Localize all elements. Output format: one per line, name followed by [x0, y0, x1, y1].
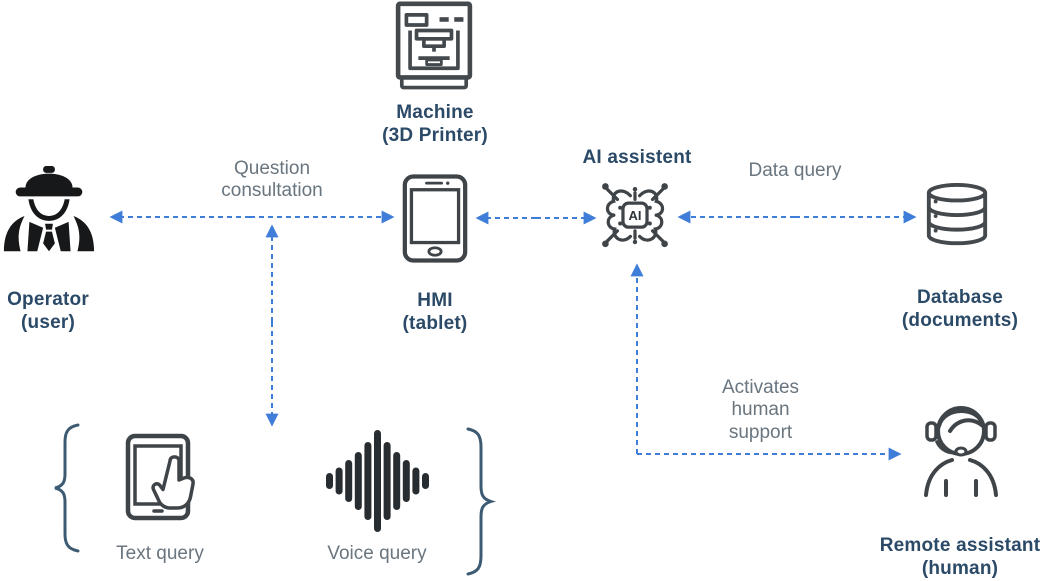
voice-query-label: Voice query: [327, 543, 427, 564]
worker-hardhat-icon: [3, 165, 95, 252]
machine-label-sub: (3D Printer): [382, 125, 488, 147]
printer-3d-icon: [395, 1, 473, 90]
remote-assistant-label-name: Remote assistant: [879, 535, 1041, 556]
tablet-icon: [402, 174, 468, 263]
right-brace: [466, 427, 496, 576]
database-label: Database (documents): [880, 286, 1040, 332]
database-label-name: Database: [916, 287, 1004, 308]
data-query-label: Data query: [748, 160, 842, 181]
hmi-label-name: HMI: [417, 290, 453, 311]
operator-label-name: Operator: [7, 289, 89, 310]
activates-human-support-label: Activates human support: [721, 377, 800, 443]
ai-brain-chip-icon: AI: [602, 183, 668, 248]
remote-assistant-label: Remote assistant (human): [868, 534, 1045, 580]
voice-waveform-icon: [326, 430, 429, 532]
remote-assistant-label-sub: (human): [921, 558, 999, 580]
hmi-label: HMI (tablet): [355, 289, 515, 335]
question-consultation-label: Question consultation: [221, 158, 323, 202]
machine-label-name: Machine: [396, 102, 474, 123]
operator-label-sub: (user): [21, 312, 75, 334]
left-brace: [54, 423, 80, 553]
operator-label: Operator (user): [0, 288, 96, 334]
text-query-label: Text query: [116, 543, 204, 564]
machine-label: Machine (3D Printer): [355, 101, 515, 147]
headset-person-icon: [924, 406, 998, 497]
tablet-touch-icon: [125, 433, 195, 521]
ai-chip-text: AI: [629, 208, 642, 223]
database-label-sub: (documents): [901, 310, 1019, 332]
database-icon: [926, 183, 988, 246]
ai-label-name: AI assistent: [582, 147, 692, 168]
hmi-label-sub: (tablet): [402, 313, 468, 335]
ai-label: AI assistent: [557, 146, 717, 169]
